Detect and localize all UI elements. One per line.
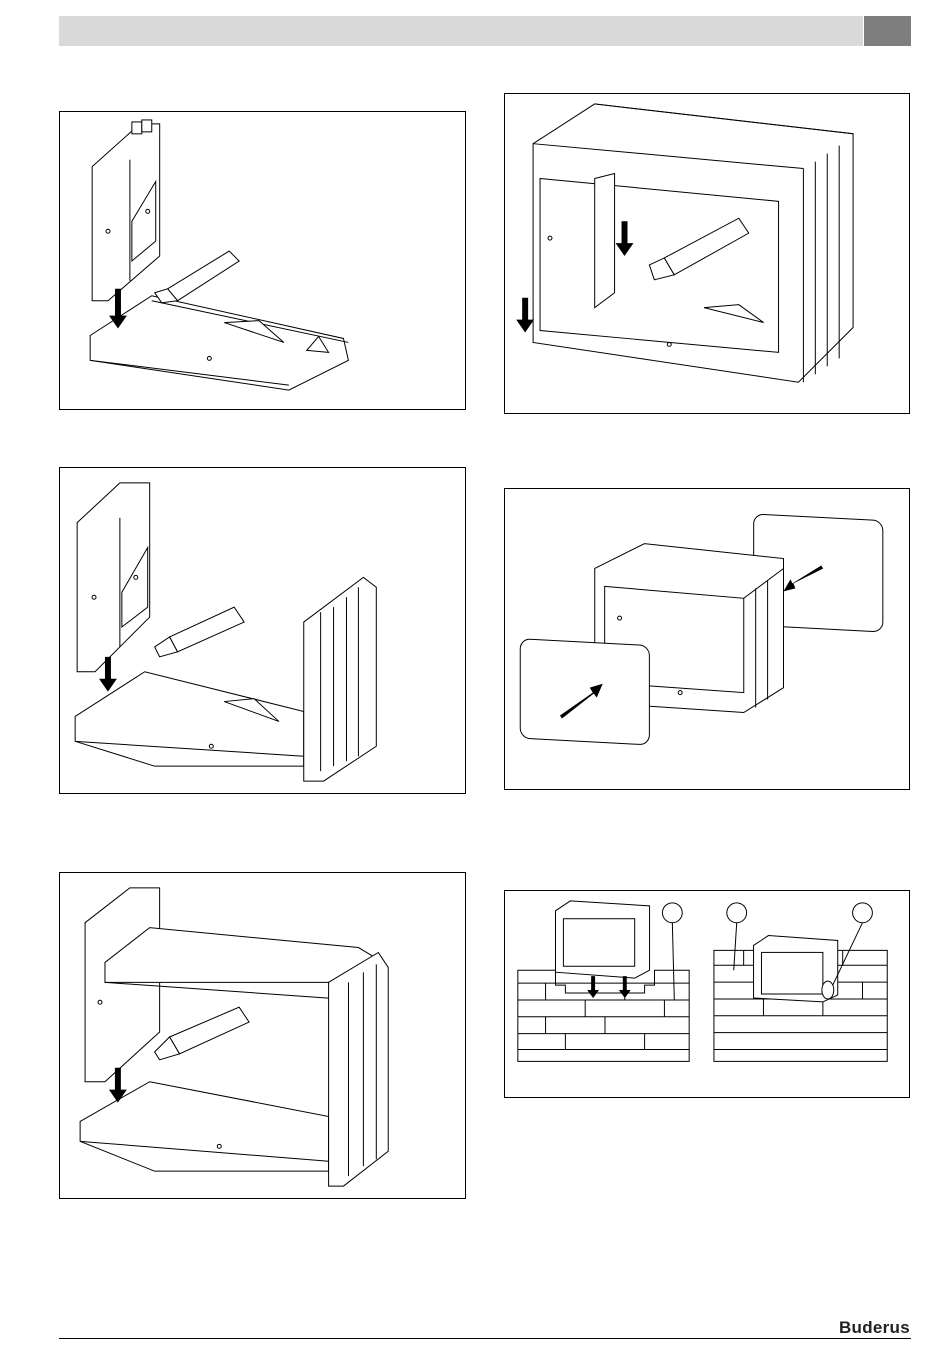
- assembly-illustration-2: [60, 468, 465, 793]
- figure-5-end-panels: [504, 488, 910, 790]
- figure-4-full-box: [504, 93, 910, 414]
- figure-2-side-wall-assembly: [59, 467, 466, 794]
- assembly-illustration-5: [505, 489, 909, 789]
- header-section-tab: [864, 16, 911, 46]
- assembly-illustration-1: [60, 112, 465, 409]
- footer-rule: [59, 1338, 911, 1339]
- figure-3-top-assembly: [59, 872, 466, 1199]
- figure-6-wall-installation: [504, 890, 910, 1098]
- assembly-illustration-4: [505, 94, 909, 413]
- buderus-logo: Buderus: [839, 1318, 910, 1338]
- header-bar: [59, 16, 863, 46]
- assembly-illustration-3: [60, 873, 465, 1198]
- figure-1-base-assembly: [59, 111, 466, 410]
- assembly-illustration-6: [505, 891, 909, 1097]
